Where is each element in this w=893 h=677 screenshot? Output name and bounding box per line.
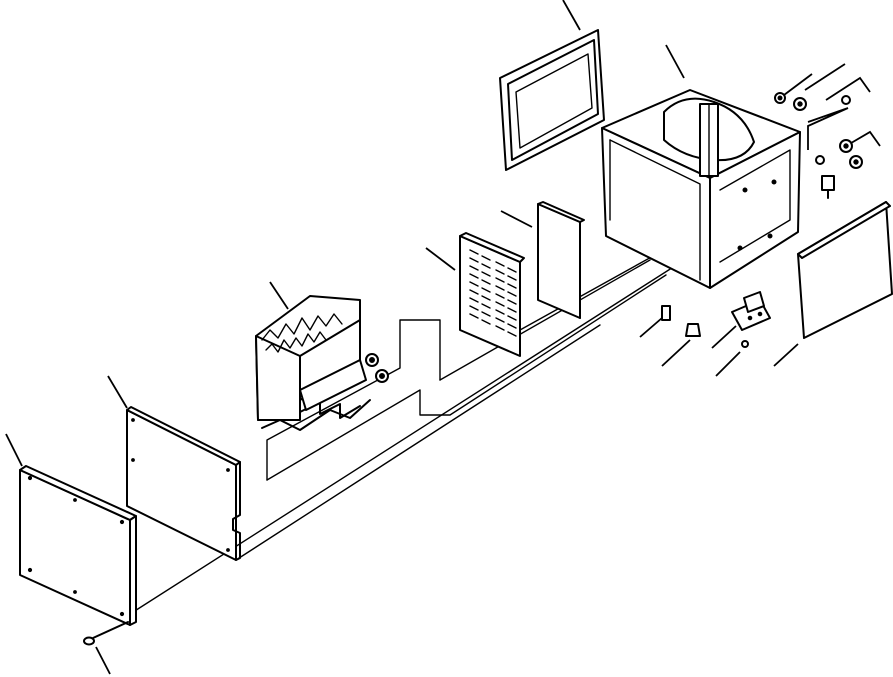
leader-screw-a xyxy=(639,317,663,338)
gasket-frame xyxy=(499,29,605,171)
louver-slots xyxy=(469,249,517,337)
leader-heater-unit xyxy=(269,281,289,310)
screw-bottom xyxy=(83,621,129,646)
leader-bolt-3 xyxy=(825,76,871,101)
outer-cover-plate xyxy=(19,465,137,626)
leader-gasket xyxy=(562,0,581,31)
leader-bolt-2 xyxy=(804,63,846,91)
leader-outer-plate xyxy=(5,433,23,467)
leader-bracket xyxy=(711,325,737,349)
leader-side-cover xyxy=(773,343,799,367)
leader-bottom-screw xyxy=(95,646,111,675)
heater-core-unit xyxy=(255,295,389,431)
leader-bolt-4 xyxy=(807,107,849,150)
leader-housing xyxy=(665,44,685,79)
screws-middle xyxy=(661,305,701,337)
leader-bolt-1 xyxy=(779,73,813,99)
leader-bolt-5 xyxy=(845,130,881,147)
inner-cover-plate xyxy=(126,406,241,561)
bolts-and-washers xyxy=(774,92,863,199)
filter-panel xyxy=(537,201,585,319)
leader-bracket-screw xyxy=(715,351,741,377)
callout-leaders xyxy=(5,0,881,675)
mounting-bracket xyxy=(731,291,771,348)
louver-grille xyxy=(459,232,525,357)
side-cover-panel xyxy=(797,201,893,339)
housing-box xyxy=(601,89,801,289)
leader-inner-plate xyxy=(107,375,128,409)
leader-filter xyxy=(500,210,533,228)
leader-louver xyxy=(425,247,456,271)
leader-screw-b xyxy=(661,339,691,367)
assembly-lines xyxy=(129,229,701,615)
